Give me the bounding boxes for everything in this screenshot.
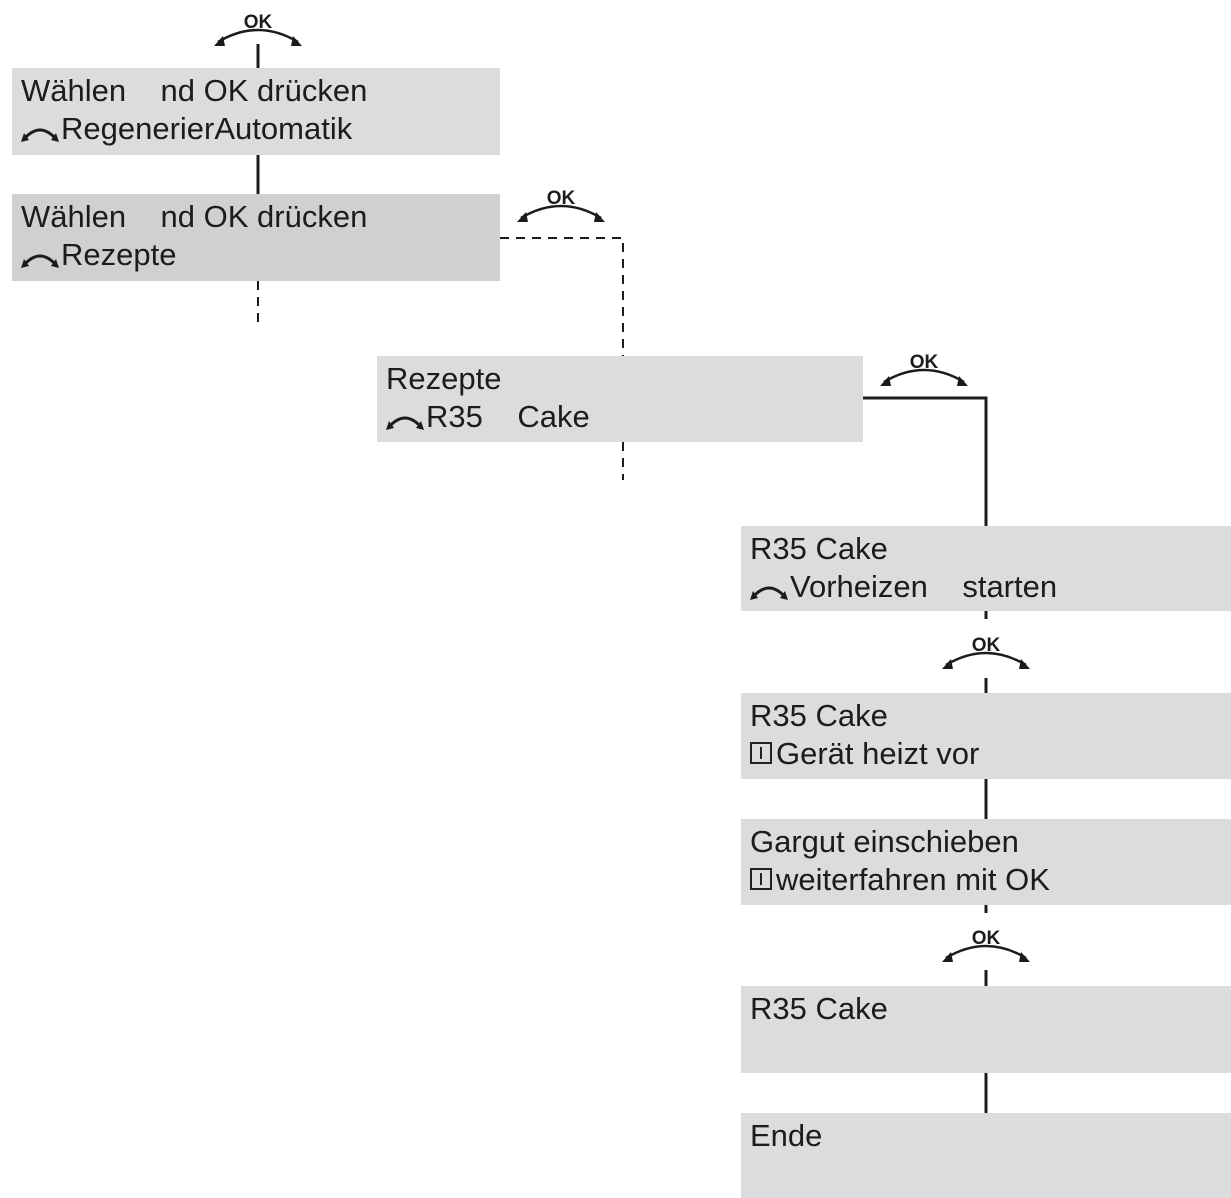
display-box-regenerier: Wählen nd OK drücken RegenerierAutomatik xyxy=(12,68,500,155)
connector-b3-b4 xyxy=(863,396,988,526)
box-line-1: Wählen nd OK drücken xyxy=(21,72,500,110)
box-line-1: R35 Cake xyxy=(750,530,1231,568)
box-text: Wählen nd OK drücken xyxy=(21,73,368,108)
box-line-2: Vorheizen starten xyxy=(750,568,1231,606)
ok-turn-icon: OK xyxy=(942,635,1030,669)
box-line-2: RegenerierAutomatik xyxy=(21,110,500,148)
display-box-r35-cake: R35 Cake xyxy=(741,986,1231,1073)
box-text: R35 Cake xyxy=(750,698,888,733)
box-line-2: Gerät heizt vor xyxy=(750,735,1231,773)
ok-label: OK xyxy=(244,12,273,33)
box-line-1: Wählen nd OK drücken xyxy=(21,198,500,236)
ok-turn-icon: OK xyxy=(880,352,968,386)
box-line-1: Rezepte xyxy=(386,360,863,398)
ok-label: OK xyxy=(547,188,576,209)
box-line-1: Gargut einschieben xyxy=(750,823,1231,861)
box-line-2: weiterfahren mit OK xyxy=(750,861,1231,899)
rotary-knob-icon xyxy=(21,128,59,142)
ok-turn-icon: OK xyxy=(214,12,302,46)
info-icon xyxy=(750,868,772,890)
box-line-1: R35 Cake xyxy=(750,990,1231,1028)
display-box-vorheizen: R35 Cake Vorheizen starten xyxy=(741,526,1231,611)
box-line-1: R35 Cake xyxy=(750,697,1231,735)
ok-turn-icon: OK xyxy=(942,928,1030,962)
box-line-2: R35 Cake xyxy=(386,398,863,436)
display-box-rezepte-select: Rezepte R35 Cake xyxy=(377,356,863,442)
display-box-rezepte-menu: Wählen nd OK drücken Rezepte xyxy=(12,194,500,281)
ok-label: OK xyxy=(972,635,1001,656)
rotary-knob-icon xyxy=(386,416,424,430)
box-text: R35 Cake xyxy=(750,531,888,566)
display-box-heizt-vor: R35 Cake Gerät heizt vor xyxy=(741,693,1231,779)
box-text: Ende xyxy=(750,1118,823,1153)
box-text: R35 Cake xyxy=(750,991,888,1026)
display-box-ende: Ende xyxy=(741,1113,1231,1198)
box-text: Vorheizen starten xyxy=(790,569,1058,604)
ok-label: OK xyxy=(910,352,939,373)
ok-label: OK xyxy=(972,928,1001,949)
box-line-1: Ende xyxy=(750,1117,1231,1155)
display-box-gargut: Gargut einschieben weiterfahren mit OK xyxy=(741,819,1231,905)
box-text: Gerät heizt vor xyxy=(776,736,980,771)
rotary-knob-icon xyxy=(21,254,59,268)
box-text: Rezepte xyxy=(61,237,177,272)
box-text: Rezepte xyxy=(386,361,502,396)
box-text: R35 Cake xyxy=(426,399,590,434)
box-text: Wählen nd OK drücken xyxy=(21,199,368,234)
box-text: weiterfahren mit OK xyxy=(776,862,1050,897)
connector-b2-b3 xyxy=(500,237,624,356)
box-text: RegenerierAutomatik xyxy=(61,111,353,146)
box-line-2: Rezepte xyxy=(21,236,500,274)
info-icon xyxy=(750,742,772,764)
box-text: Gargut einschieben xyxy=(750,824,1019,859)
rotary-knob-icon xyxy=(750,586,788,600)
ok-turn-icon: OK xyxy=(517,188,605,222)
